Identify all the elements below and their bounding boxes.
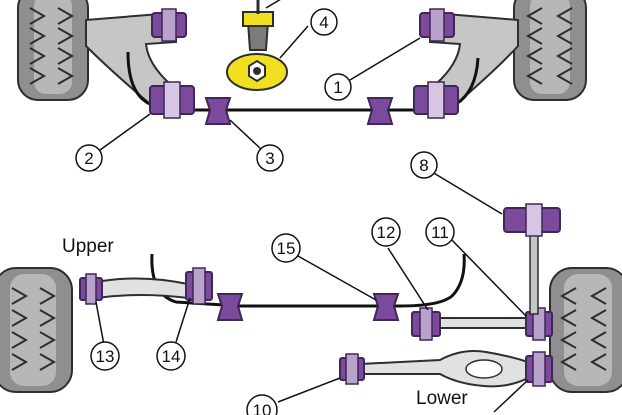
svg-text:14: 14 <box>162 347 181 366</box>
bush-3-front-anti-roll-bar-mount <box>204 97 232 125</box>
svg-text:8: 8 <box>419 156 428 175</box>
front-left-tyre-icon <box>17 0 89 101</box>
leader-lines <box>95 25 529 413</box>
svg-text:10: 10 <box>253 401 272 415</box>
bush-13-upper-arm-outer <box>79 273 103 305</box>
callout-14: 14 <box>156 341 186 371</box>
svg-text:13: 13 <box>96 347 115 366</box>
svg-text:4: 4 <box>319 13 328 32</box>
svg-text:12: 12 <box>377 223 396 242</box>
part-4-engine-mount-insert <box>226 0 288 91</box>
drop-link-rod <box>529 227 539 315</box>
label-upper: Upper <box>62 236 114 257</box>
rear-lateral-link <box>433 317 531 329</box>
bush-lower-arm-outer <box>525 351 553 387</box>
callout-10: 10 <box>246 394 278 415</box>
bush-11-lateral-link-outer <box>525 307 553 341</box>
label-lower: Lower <box>416 388 468 409</box>
bush-front-left-wishbone-rear <box>151 8 187 42</box>
callout-15: 15 <box>271 233 301 263</box>
callout-8: 8 <box>410 151 438 179</box>
bush-15-rear-anti-roll-bar-mount-left <box>216 293 244 321</box>
svg-text:15: 15 <box>277 239 296 258</box>
bush-12-lateral-link-inner <box>411 307 441 341</box>
bush-10-lower-arm-inner <box>339 353 365 385</box>
bush-front-right-wishbone-front <box>413 81 459 119</box>
bush-front-anti-roll-bar-mount-right <box>366 97 394 125</box>
rear-upper-arm <box>95 277 189 300</box>
callout-1: 1 <box>324 73 352 101</box>
rear-left-tyre-icon <box>0 267 73 393</box>
rear-suspension-assembly <box>0 203 622 393</box>
bush-8-drop-link-top <box>503 203 561 237</box>
bush-1-front-wishbone-rear <box>419 8 455 42</box>
bush-2-front-wishbone-front <box>149 81 195 119</box>
callout-11: 11 <box>425 217 455 247</box>
callout-12: 12 <box>371 217 401 247</box>
svg-text:1: 1 <box>333 78 342 97</box>
bush-14-upper-arm-inner <box>185 267 213 305</box>
front-right-tyre-icon <box>513 0 587 101</box>
rear-lower-arm <box>359 350 529 388</box>
bush-15-rear-anti-roll-bar-mount-right <box>372 293 400 321</box>
callout-3: 3 <box>256 144 284 172</box>
svg-text:3: 3 <box>265 149 274 168</box>
front-anti-roll-bar <box>126 51 480 112</box>
callout-13: 13 <box>90 341 120 371</box>
svg-text:2: 2 <box>84 149 93 168</box>
front-suspension-assembly <box>17 0 587 125</box>
callout-4: 4 <box>310 8 338 36</box>
rear-right-tyre-icon <box>549 267 622 393</box>
svg-text:11: 11 <box>431 223 449 242</box>
callout-2: 2 <box>75 144 103 172</box>
